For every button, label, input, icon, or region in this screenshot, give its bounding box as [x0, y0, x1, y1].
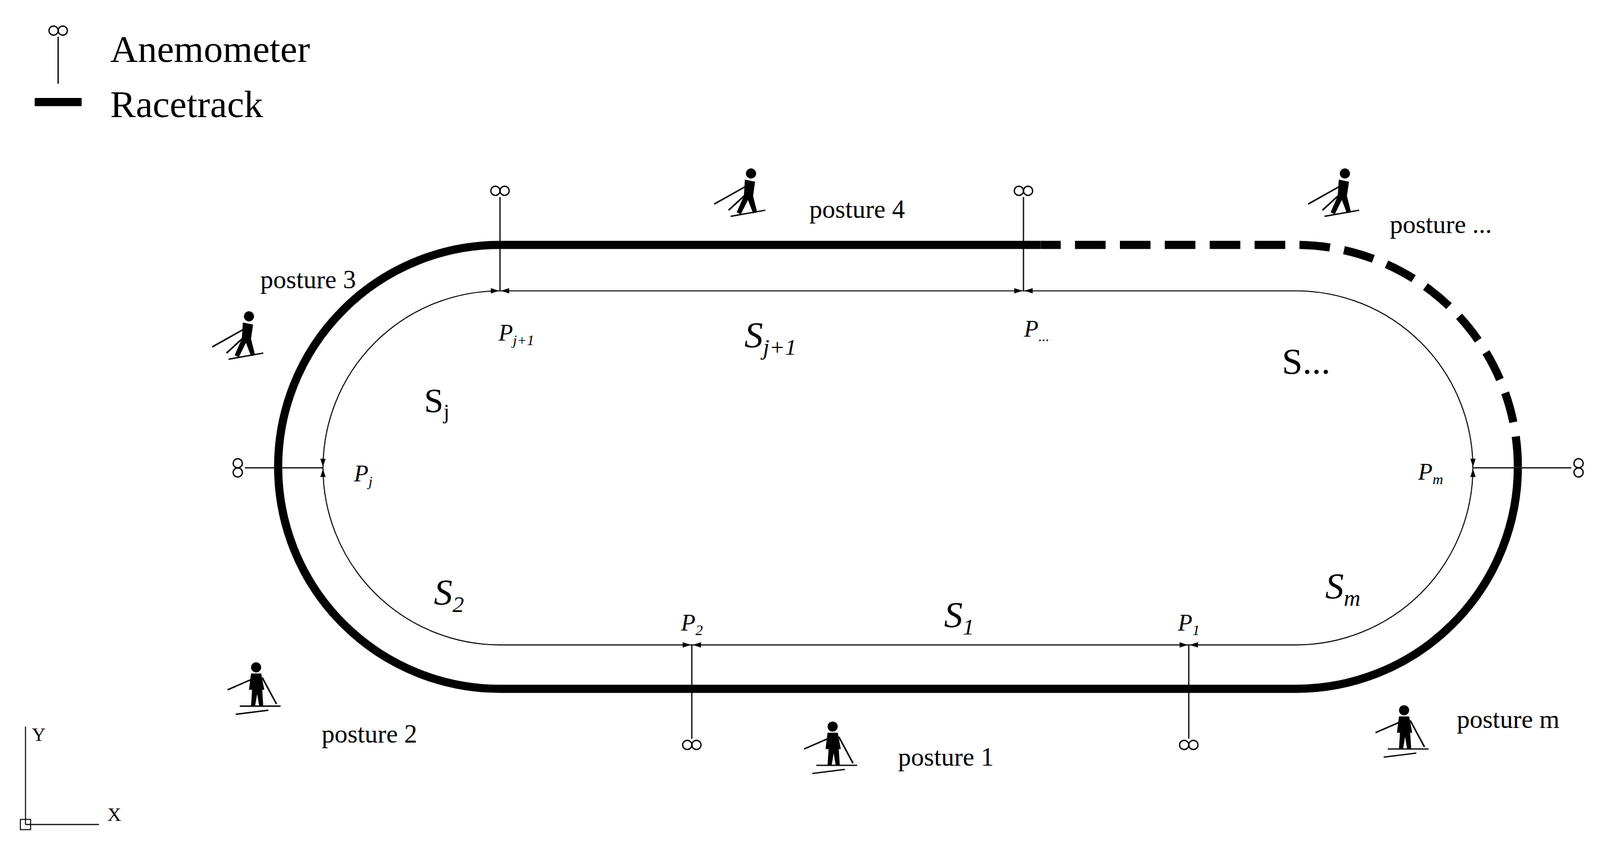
axis-label: Y: [32, 724, 47, 745]
posture-label: posture ...: [1389, 211, 1492, 238]
label-subscript: 1: [962, 613, 975, 640]
arrowhead: [320, 468, 326, 478]
arrowhead: [1470, 468, 1476, 478]
arrowhead: [1024, 288, 1033, 294]
arrowhead: [320, 458, 326, 468]
label-subscript: ...: [1038, 328, 1050, 345]
label-main: P: [498, 319, 514, 346]
segment-label: S...: [1282, 342, 1331, 380]
posture-label: posture 2: [321, 720, 418, 747]
label-main: P: [1024, 315, 1039, 342]
axis-label: X: [107, 804, 122, 824]
arrowhead: [1179, 642, 1189, 648]
label-subscript: 2: [695, 621, 703, 639]
label-main: S: [944, 593, 963, 635]
arrowhead: [682, 642, 692, 648]
legend-text: Anemometer: [110, 29, 311, 69]
arrowhead: [1014, 288, 1023, 294]
arrowhead: [1470, 458, 1476, 468]
segment-label: Sj+1: [744, 316, 797, 354]
segment-label: S2: [433, 573, 464, 611]
posture-label: posture 4: [809, 196, 905, 223]
legend-text: Racetrack: [110, 84, 264, 124]
point-label: P...: [1024, 316, 1050, 341]
label-subscript: m: [1432, 471, 1443, 488]
label-subscript: j: [368, 473, 373, 490]
label-subscript: j: [443, 399, 450, 424]
point-label: P2: [680, 610, 703, 635]
label-subscript: j+1: [512, 332, 535, 349]
label-subscript: m: [1343, 585, 1361, 611]
label-main: P: [1177, 609, 1193, 636]
label-main: P: [1418, 458, 1433, 485]
label-main: S: [433, 571, 453, 613]
label-subscript: 1: [1192, 621, 1200, 639]
segment-label: Sm: [1325, 567, 1361, 605]
label-main: S: [1325, 565, 1344, 607]
segment-label: S1: [944, 595, 975, 634]
point-label: Pj: [353, 461, 373, 486]
posture-label: posture 1: [898, 744, 994, 770]
point-label: P1: [1177, 610, 1200, 635]
arrowhead: [692, 642, 702, 648]
point-label: Pm: [1418, 459, 1443, 484]
posture-label: posture m: [1456, 706, 1560, 733]
arrowhead: [1189, 642, 1199, 648]
label-main: P: [680, 609, 696, 636]
arrowhead: [500, 288, 510, 294]
label-main: S: [744, 314, 764, 356]
label-subscript: 2: [452, 591, 464, 617]
arrowhead: [490, 288, 500, 294]
posture-label: posture 3: [260, 266, 357, 293]
label-main: S: [423, 381, 443, 420]
point-label: Pj+1: [498, 320, 535, 345]
label-main: P: [353, 460, 369, 487]
label-subscript: j+1: [763, 334, 797, 360]
segment-label: Sj: [423, 382, 450, 418]
